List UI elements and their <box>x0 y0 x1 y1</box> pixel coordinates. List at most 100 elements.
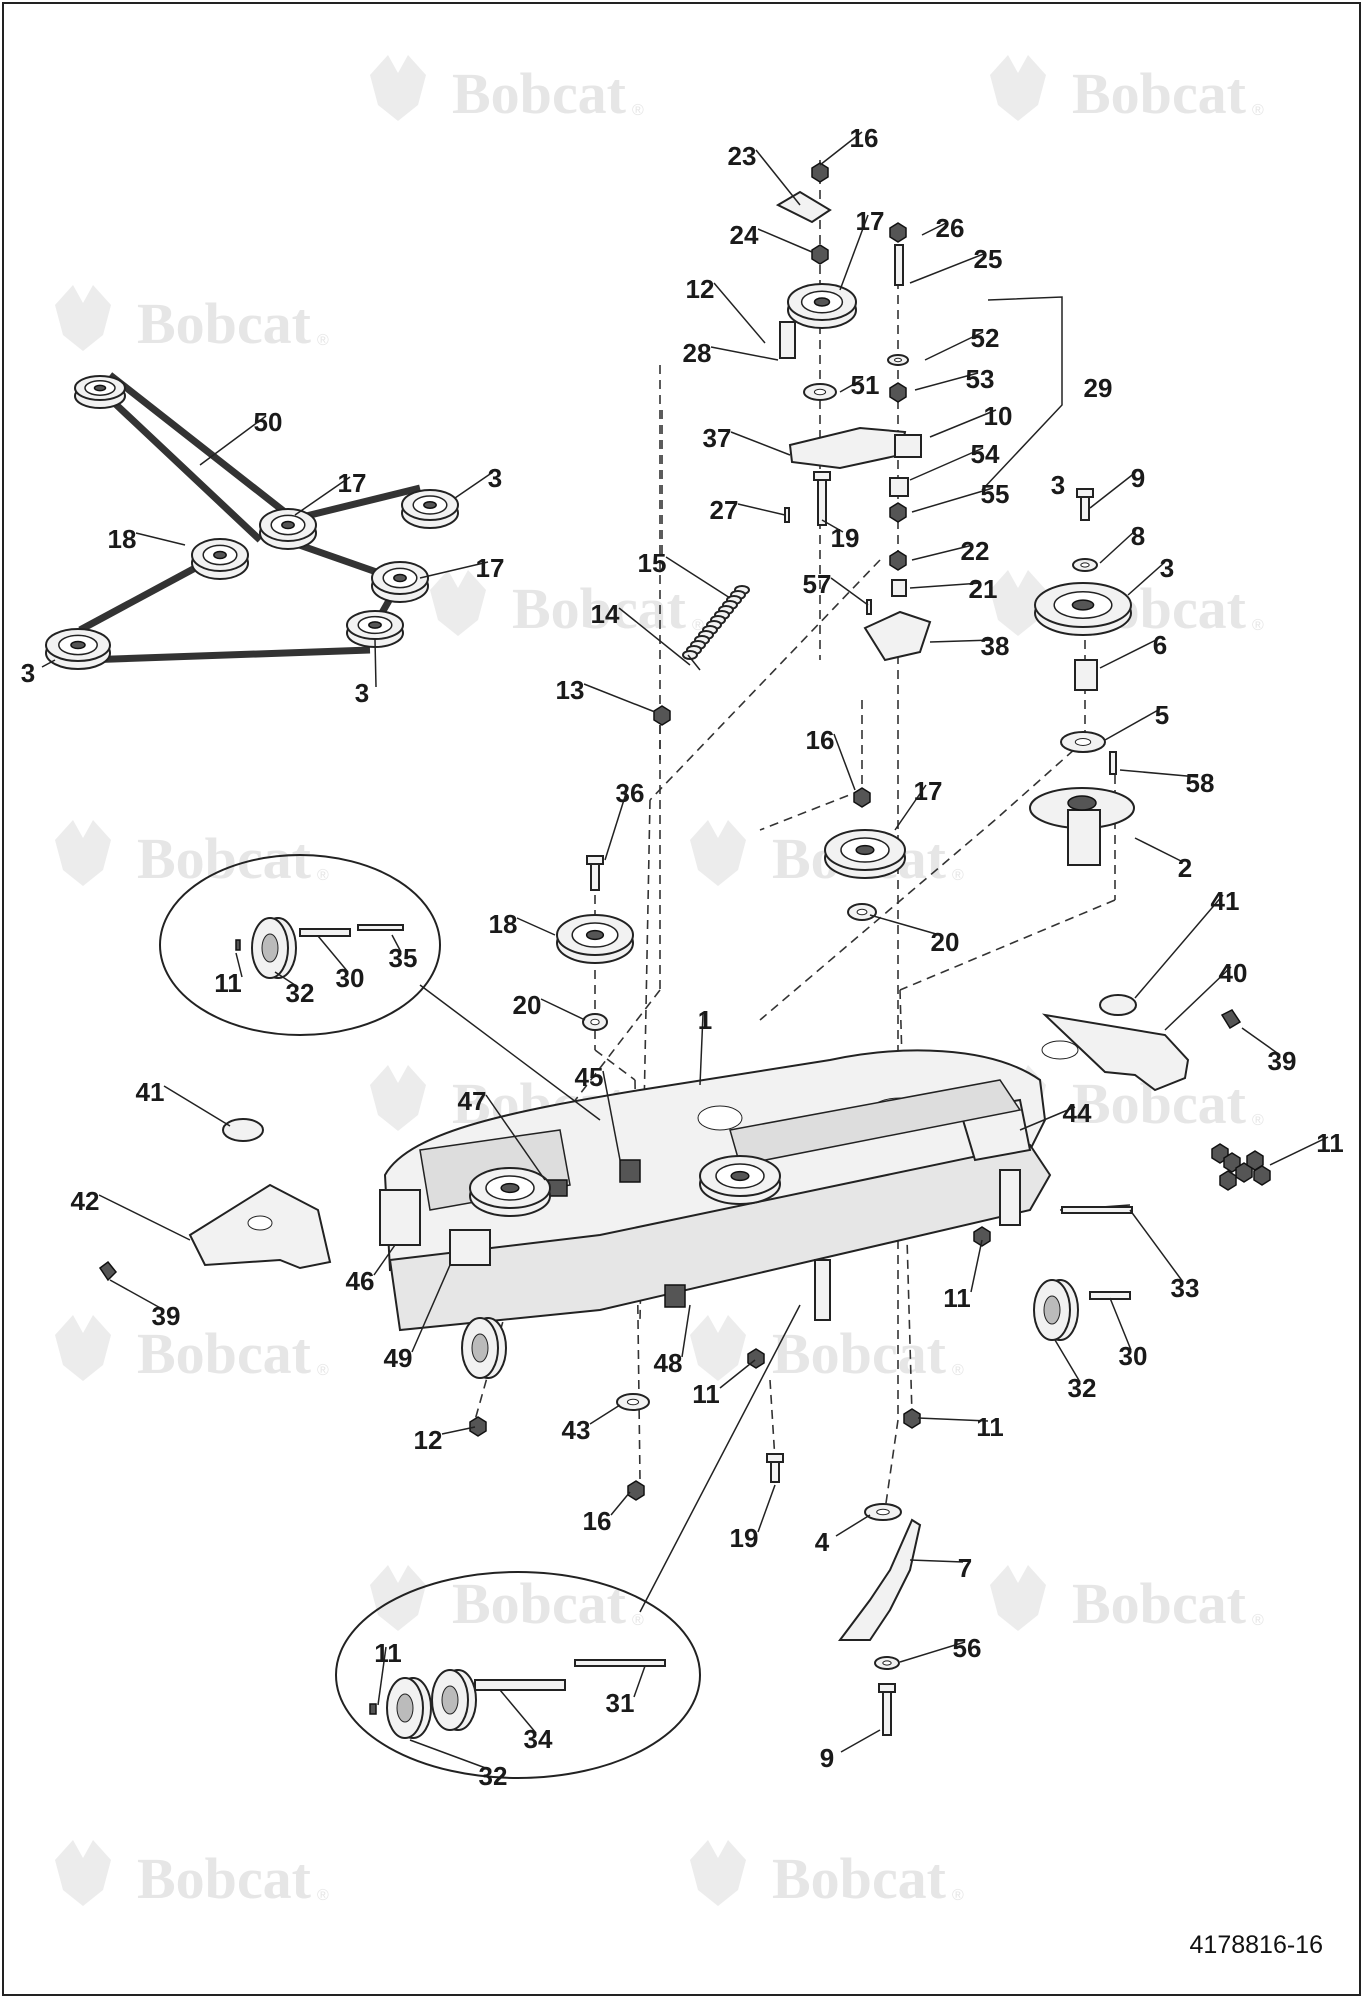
callout-11: 11 <box>214 952 243 998</box>
nut-16-lower <box>627 1480 645 1501</box>
callout-57: 57 <box>803 569 869 606</box>
callout-number: 19 <box>730 1523 759 1553</box>
callout-leader <box>441 1426 476 1435</box>
callout-14: 14 <box>591 599 691 666</box>
callout-number: 35 <box>389 943 418 973</box>
callout-number: 9 <box>1131 463 1145 493</box>
callout-leader <box>516 917 556 936</box>
leader-lines <box>419 296 1063 1613</box>
callout-number: 58 <box>1186 768 1215 798</box>
clip-39-right <box>1220 1009 1242 1030</box>
callout-18: 18 <box>108 524 186 554</box>
callout-41: 41 <box>136 1077 231 1127</box>
callout-number: 11 <box>374 1638 402 1668</box>
callout-leader <box>719 1359 756 1389</box>
callout-leader <box>41 659 56 668</box>
callout-leader <box>618 607 691 666</box>
watermark: Bobcat® <box>370 1565 644 1636</box>
idler-pulley-17-top <box>787 283 857 329</box>
belt-pulley-18 <box>191 538 249 580</box>
callout-44: 44 <box>1019 1098 1092 1131</box>
callout-leader <box>1099 529 1137 564</box>
bolt-19-upper <box>813 471 831 526</box>
bolt-27 <box>784 507 790 523</box>
callout-leader <box>894 784 927 831</box>
callout-number: 32 <box>479 1761 508 1791</box>
callout-30: 30 <box>317 935 364 993</box>
callout-49: 49 <box>384 1264 451 1373</box>
callout-52: 52 <box>924 323 999 361</box>
callout-number: 13 <box>556 675 585 705</box>
detail-connector-lower <box>639 1304 801 1613</box>
callout-leader <box>835 1514 871 1537</box>
callout-4: 4 <box>815 1514 871 1557</box>
callout-number: 12 <box>414 1425 443 1455</box>
bearing-10 <box>894 434 922 458</box>
callout-number: 11 <box>214 968 242 998</box>
watermark: Bobcat® <box>55 820 329 891</box>
callout-21: 21 <box>909 574 998 604</box>
callout-leader <box>909 1559 964 1563</box>
watermark: Bobcat® <box>370 55 644 126</box>
callout-number: 18 <box>108 524 137 554</box>
callout-number: 12 <box>686 274 715 304</box>
callout-number: 24 <box>730 220 759 250</box>
callout-number: 45 <box>575 1062 604 1092</box>
callout-3: 3 <box>454 463 502 499</box>
watermark-reg: ® <box>632 102 644 119</box>
callout-number: 8 <box>1131 521 1145 551</box>
callout-53: 53 <box>914 364 994 394</box>
callout-number: 11 <box>976 1412 1004 1442</box>
callout-number: 21 <box>969 574 998 604</box>
screw-25 <box>894 244 904 286</box>
bolt-19-lower <box>766 1453 784 1483</box>
callout-leader <box>411 1264 451 1353</box>
callout-48: 48 <box>654 1304 691 1378</box>
callout-16: 16 <box>806 725 856 791</box>
callout-leader <box>869 914 944 937</box>
callout-38: 38 <box>929 631 1010 661</box>
watermark: Bobcat® <box>430 570 704 641</box>
callout-number: 38 <box>981 631 1010 661</box>
callout-leader <box>1054 1339 1081 1383</box>
callout-number: 3 <box>1051 470 1065 500</box>
nut-11-group <box>1246 1150 1264 1171</box>
callout-leader <box>909 447 984 481</box>
watermark-reg: ® <box>317 1887 329 1904</box>
callout-leader <box>737 503 786 516</box>
nut-11-group <box>1219 1170 1237 1191</box>
callout-leader <box>454 471 494 499</box>
spacer-5 <box>1060 731 1106 753</box>
callout-leader <box>911 544 974 561</box>
callout-number: 17 <box>856 206 885 236</box>
watermark-reg: ® <box>1252 1112 1264 1129</box>
label-48 <box>664 1284 686 1308</box>
callout-10: 10 <box>929 401 1012 438</box>
plate-38 <box>863 610 932 662</box>
callout-leader <box>274 971 299 988</box>
callout-leader <box>909 582 982 589</box>
callout-19: 19 <box>821 519 859 553</box>
callout-number: 47 <box>458 1086 487 1116</box>
callout-number: 56 <box>953 1633 982 1663</box>
callout-number: 25 <box>974 244 1003 274</box>
callout-number: 40 <box>1219 958 1248 988</box>
callout-leader <box>485 1094 546 1181</box>
belt-routing-diagram <box>78 372 421 664</box>
assembly-dashed-line <box>994 739 1086 821</box>
callout-number: 27 <box>710 495 739 525</box>
bracket-23 <box>775 190 832 224</box>
callout-leader <box>1241 1027 1281 1056</box>
callout-number: 22 <box>961 536 990 566</box>
watermark-reg: ® <box>1252 617 1264 634</box>
deck-pulley-left <box>469 1167 551 1217</box>
parts-layer <box>45 162 1271 1779</box>
drawing-number: 4178816-16 <box>1189 1931 1323 1959</box>
assembly-dashed-line <box>559 989 661 1121</box>
callout-30: 30 <box>1109 1297 1147 1371</box>
callout-leader <box>583 683 656 713</box>
callout-13: 13 <box>556 675 656 713</box>
caster-wheel-32-right <box>1033 1279 1079 1341</box>
callout-number: 23 <box>728 141 757 171</box>
